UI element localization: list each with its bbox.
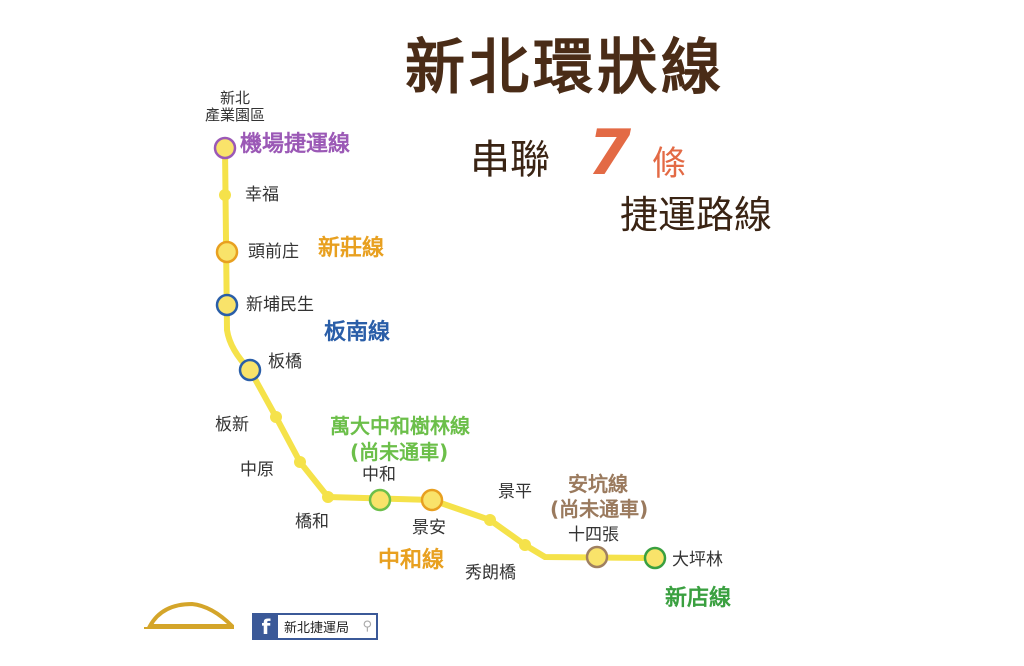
facebook-search-box[interactable]: f 新北捷運局 ⚲ xyxy=(252,613,378,640)
station-label: 景平 xyxy=(498,482,532,502)
station-label: 板新 xyxy=(215,415,249,435)
line-label-airport: 機場捷運線 xyxy=(240,132,351,157)
station-label: 橋和 xyxy=(295,512,329,532)
station-label: 大坪林 xyxy=(672,550,723,570)
line-label-xindian: 新店線 xyxy=(665,586,732,611)
station-marker xyxy=(270,411,282,423)
station-label: 新北 產業園區 xyxy=(205,89,266,125)
line-label-wanda: 萬大中和樹林線 xyxy=(330,414,470,438)
line-note-wanda: (尚未通車) xyxy=(350,440,449,464)
station-marker xyxy=(294,456,306,468)
station-label: 秀朗橋 xyxy=(465,563,516,583)
facebook-icon: f xyxy=(254,615,278,639)
station-label: 板橋 xyxy=(268,352,302,372)
station-label: 中和 xyxy=(362,465,396,485)
train-logo-icon xyxy=(144,601,234,629)
station-label: 新埔民生 xyxy=(246,295,314,315)
subtitle-prefix: 串聯 xyxy=(470,137,550,183)
station-marker xyxy=(213,136,237,160)
station-marker xyxy=(238,358,262,382)
line-label-zhonghe: 中和線 xyxy=(378,548,445,573)
station-marker xyxy=(219,189,231,201)
line-label-xinzhuang: 新莊線 xyxy=(318,236,385,261)
ntmetro-logo xyxy=(142,598,234,644)
station-marker xyxy=(215,240,239,264)
line-note-ankeng: (尚未通車) xyxy=(550,497,649,521)
station-label: 景安 xyxy=(412,518,446,538)
station-label: 頭前庄 xyxy=(248,242,299,262)
map-title: 新北環狀線 xyxy=(405,33,725,103)
station-label: 中原 xyxy=(240,460,274,480)
station-marker xyxy=(215,293,239,317)
station-marker xyxy=(368,488,392,512)
station-label: 幸福 xyxy=(245,185,279,205)
station-marker xyxy=(322,491,334,503)
line-label-ankeng: 安坑線 xyxy=(568,472,628,496)
facebook-page-name: 新北捷運局 xyxy=(284,621,350,636)
station-marker xyxy=(643,546,667,570)
station-marker xyxy=(585,545,609,569)
subtitle-unit: 條 xyxy=(652,144,686,184)
line-label-bannan: 板南線 xyxy=(324,320,391,345)
station-marker xyxy=(420,488,444,512)
subtitle-suffix: 捷運路線 xyxy=(620,193,773,237)
station-marker xyxy=(484,514,496,526)
search-icon: ⚲ xyxy=(362,619,372,634)
station-label: 十四張 xyxy=(568,525,619,545)
station-marker xyxy=(519,539,531,551)
subtitle-count: 7 xyxy=(588,116,632,189)
